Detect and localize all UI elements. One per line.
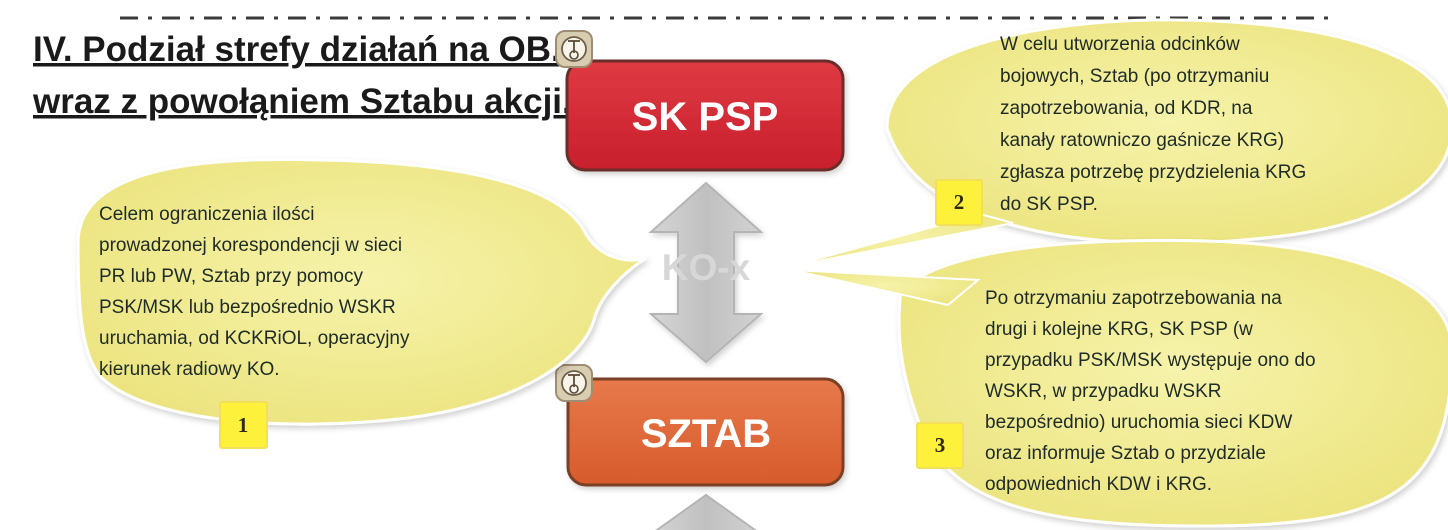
callout-top-right-line-1: W celu utworzenia odcinków: [1000, 34, 1240, 55]
node-sztab-label: SZTAB: [641, 412, 771, 456]
badge-1-label: 1: [238, 413, 249, 437]
page-title-line-1: IV. Podział strefy działań na OB.: [33, 30, 561, 69]
callout-bottom-right-line-6: oraz informuje Sztab o przydziale: [985, 443, 1266, 464]
callout-left-line-2: prowadzonej korespondencji w sieci: [99, 235, 402, 256]
callout-left: Celem ograniczenia ilości prowadzonej ko…: [76, 157, 647, 426]
callout-bottom-right-line-2: drugi i kolejne KRG, SK PSP (w: [985, 319, 1253, 340]
callout-top-right: W celu utworzenia odcinków bojowych, Szt…: [787, 18, 1448, 268]
callout-left-line-5: uruchamia, od KCKRiOL, operacyjny: [99, 328, 410, 349]
radio-link-label: KO-x: [662, 247, 751, 288]
node-sk-psp-label: SK PSP: [632, 95, 779, 139]
callout-left-line-4: PSK/MSK lub bezpośrednio WSKR: [99, 297, 396, 318]
badge-3-label: 3: [935, 433, 946, 457]
badge-2: 2: [935, 179, 983, 226]
callout-bottom-right-line-4: WSKR, w przypadku WSKR: [985, 381, 1222, 402]
callout-left-line-6: kierunek radiowy KO.: [99, 359, 280, 380]
callout-left-line-1: Celem ograniczenia ilości: [99, 204, 314, 225]
badge-2-label: 2: [954, 190, 965, 214]
callout-bottom-right-line-1: Po otrzymaniu zapotrzebowania na: [985, 288, 1282, 309]
callout-top-right-line-2: bojowych, Sztab (po otrzymaniu: [1000, 66, 1269, 87]
callout-top-right-line-5: zgłasza potrzebę przydzielenia KRG: [1000, 162, 1306, 183]
callout-bottom-right-line-5: bezpośrednio) uruchomia sieci KDW: [985, 412, 1292, 433]
node-sk-psp: SK PSP: [565, 59, 845, 172]
callout-bottom-right-line-3: przypadku PSK/MSK występuje ono do: [985, 350, 1316, 371]
double-arrow: [648, 181, 764, 364]
callout-top-right-line-3: zapotrzebowania, od KDR, na: [1000, 98, 1253, 119]
badge-3: 3: [916, 422, 964, 469]
callout-left-line-3: PR lub PW, Sztab przy pomocy: [99, 266, 363, 287]
node-sztab: SZTAB: [566, 377, 845, 487]
lower-arrow: [655, 493, 757, 530]
callout-bottom-right-line-7: odpowiednich KDW i KRG.: [985, 474, 1212, 495]
callout-bottom-right: Po otrzymaniu zapotrzebowania na drugi i…: [791, 238, 1448, 528]
radio-tower-icon: [555, 30, 593, 68]
callout-top-right-line-4: kanały ratowniczo gaśnicze KRG): [1000, 130, 1284, 151]
badge-1: 1: [219, 401, 268, 449]
radio-tower-icon: [555, 364, 593, 402]
callout-top-right-line-6: do SK PSP.: [1000, 194, 1098, 215]
page-title-line-2: wraz z powołąniem Sztabu akcji.: [32, 82, 572, 121]
